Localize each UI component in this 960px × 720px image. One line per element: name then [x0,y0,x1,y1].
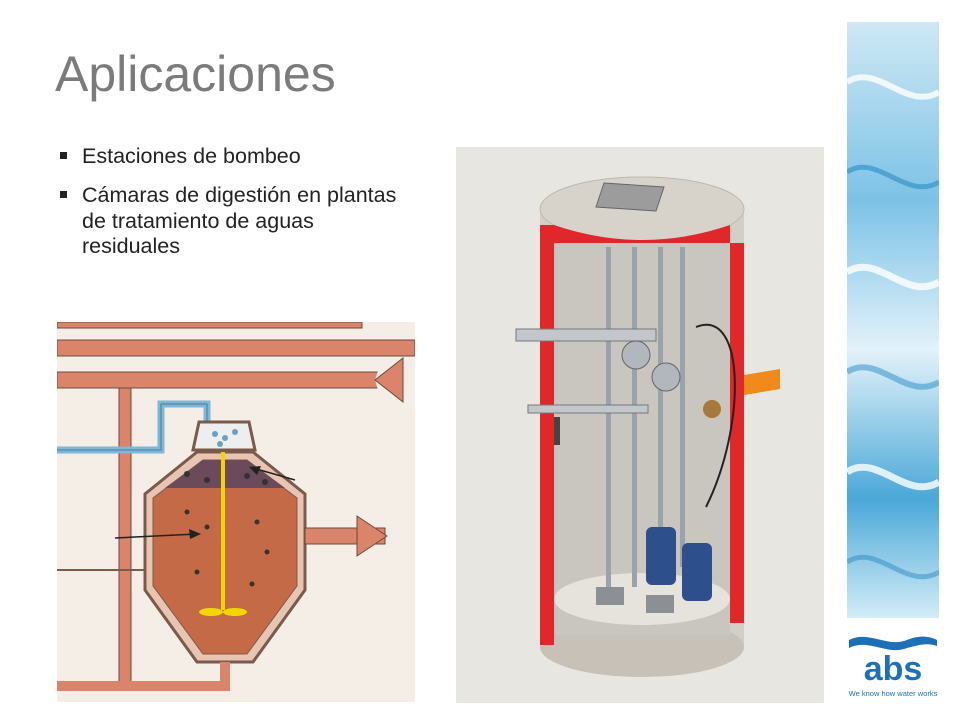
pumping-station-cutaway [456,147,824,703]
water-texture-band [847,22,939,618]
digester-diagram [57,322,415,702]
bullet-marker-icon [60,152,67,159]
bullet-list: Estaciones de bombeo Cámaras de digestió… [58,144,398,273]
bullet-item: Estaciones de bombeo [58,144,398,169]
bullet-item: Cámaras de digestión en plantas de trata… [58,183,398,259]
bullet-marker-icon [60,191,67,199]
bullet-text: Estaciones de bombeo [82,144,301,168]
slide-title: Aplicaciones [55,46,336,102]
bullet-text: Cámaras de digestión en plantas de trata… [82,183,397,259]
logo-wordmark: abs [864,650,923,688]
abs-logo: abs We know how water works [849,636,938,698]
logo-tagline: We know how water works [849,689,938,698]
